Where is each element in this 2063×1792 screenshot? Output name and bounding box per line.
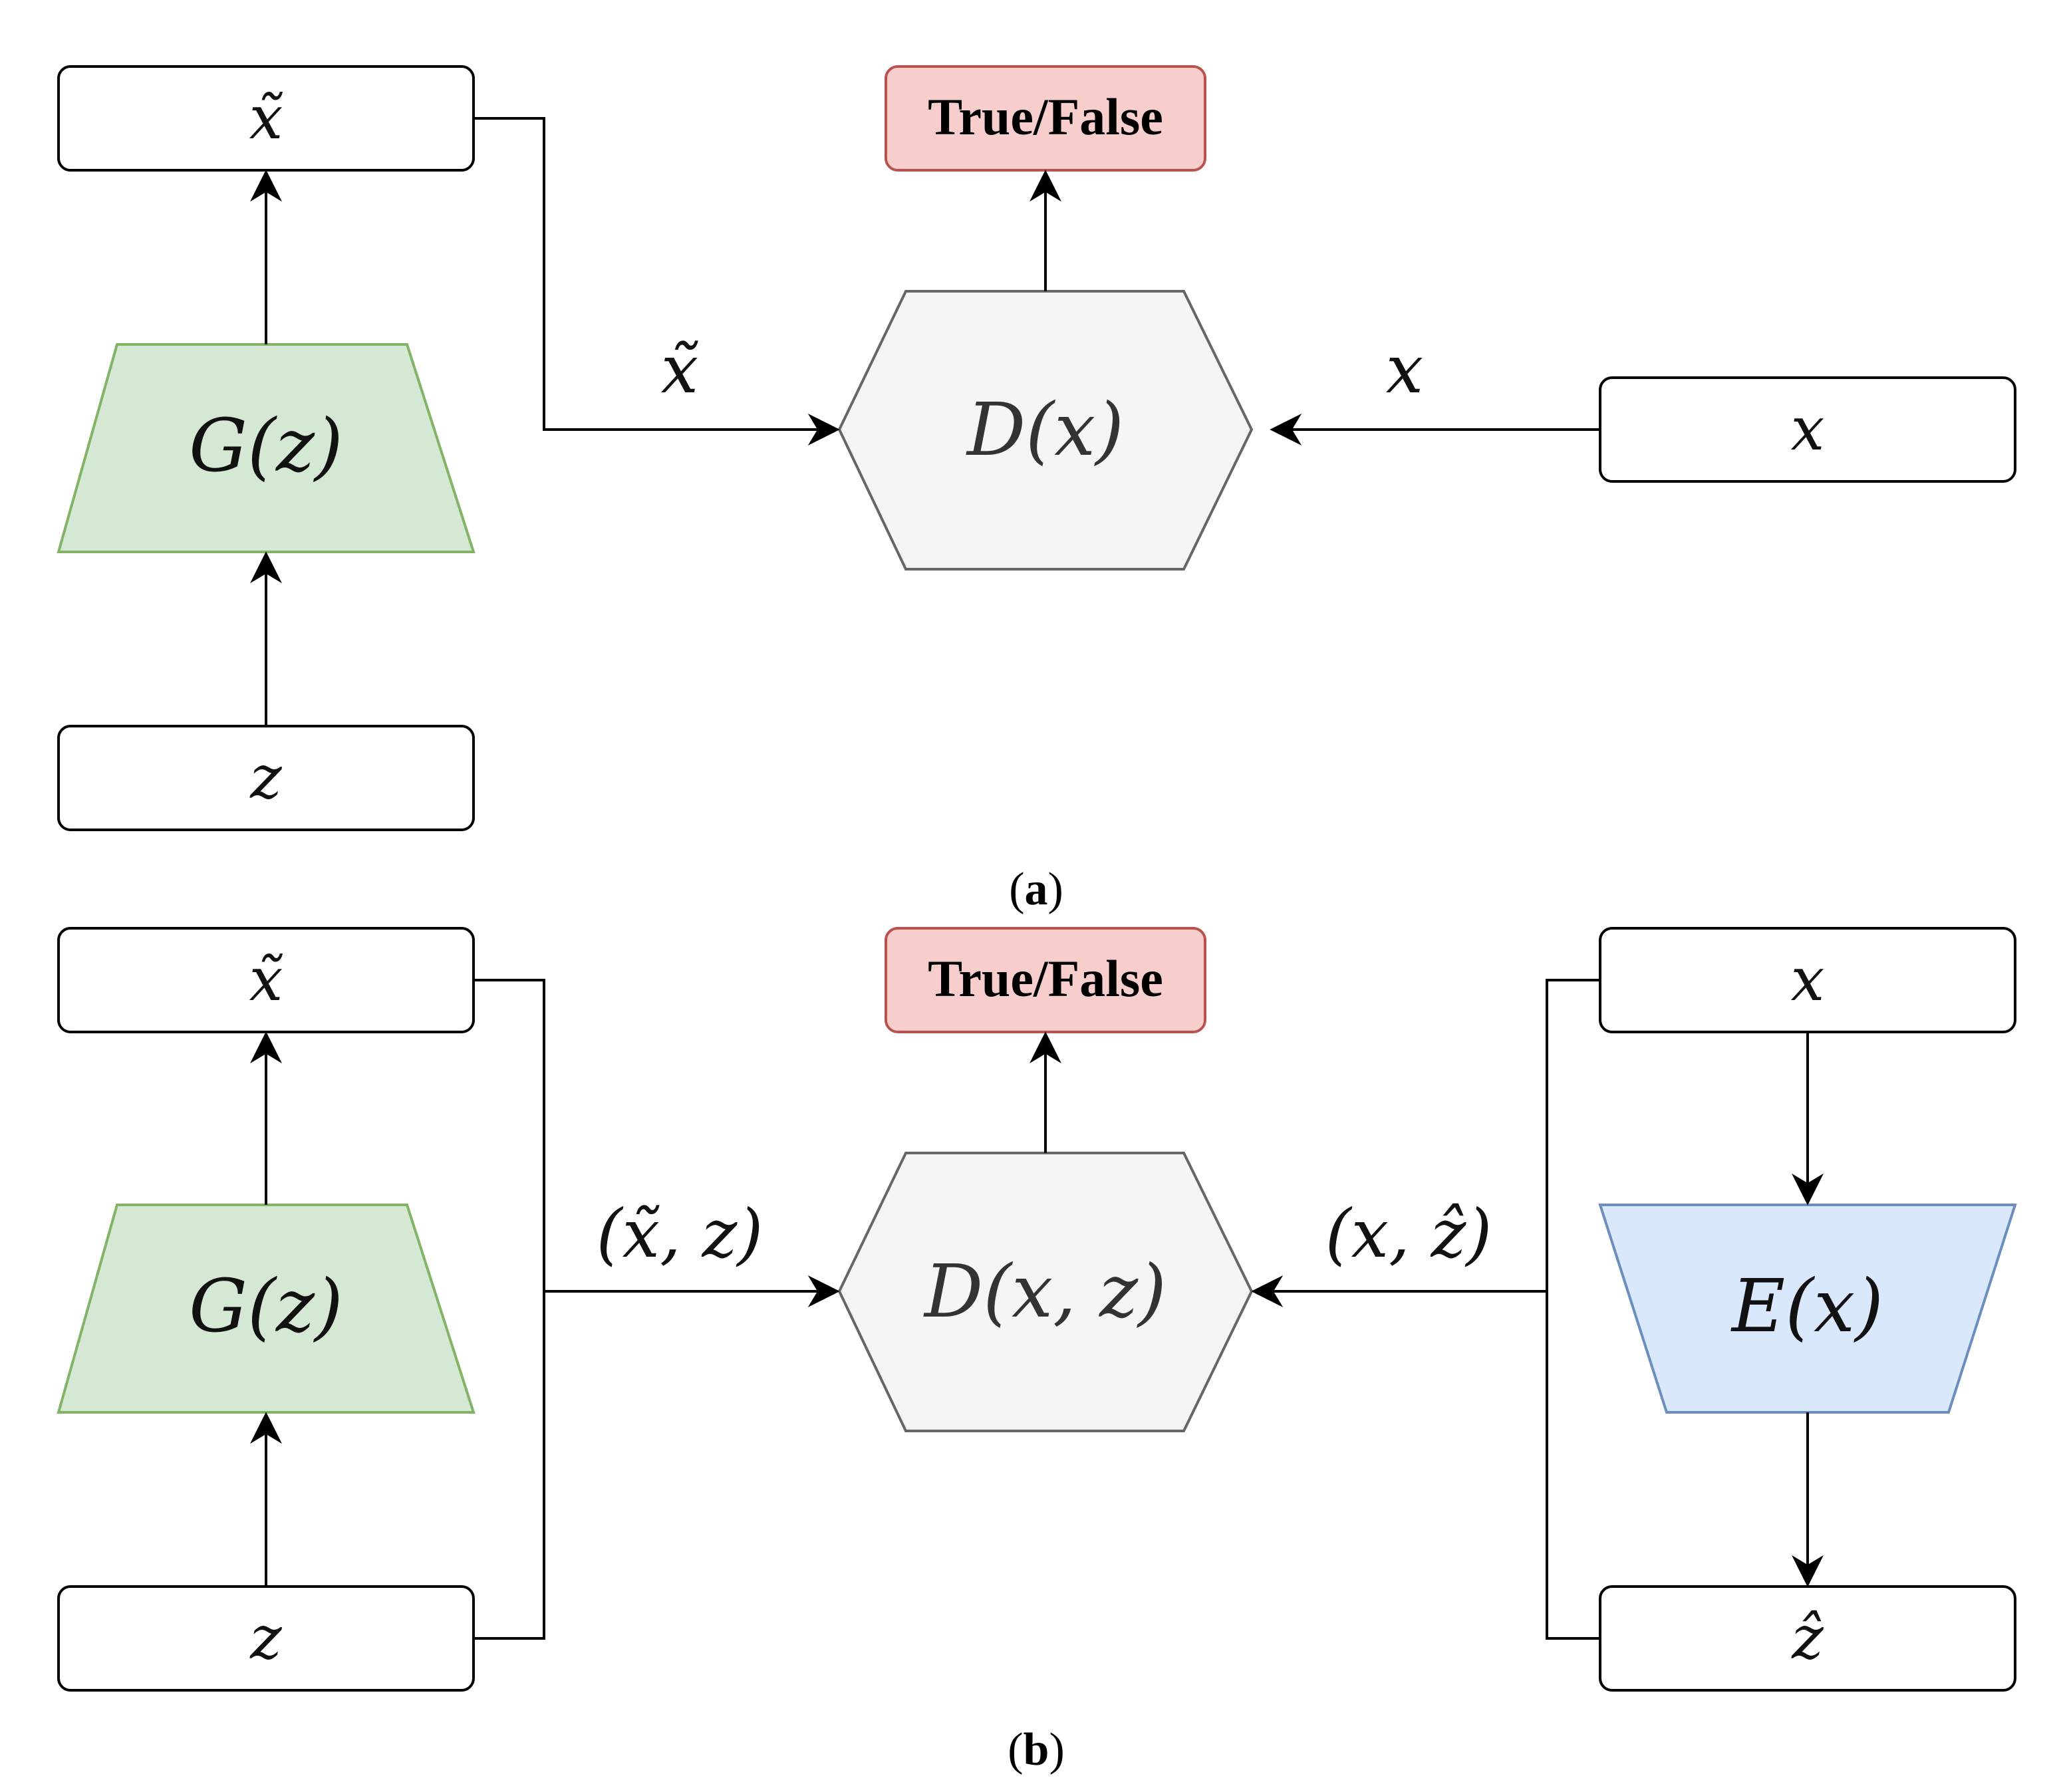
panel-b-edge-fake-label: (x̃, z) — [597, 1195, 763, 1273]
panel-a-output-label: True/False — [928, 88, 1163, 146]
panel-b-edge-real-label: (x, ẑ) — [1325, 1195, 1492, 1273]
panel-a-x-tilde-box: x̃ — [57, 65, 475, 172]
panel-b-z-hat-label: ẑ — [1791, 1603, 1824, 1673]
panel-b-x-tilde-label: x̃ — [249, 945, 283, 1015]
panel-b-z-hat-box: ẑ — [1599, 1585, 2016, 1692]
panel-b-connector-right — [1546, 979, 1600, 1640]
panel-a: x̃ G(z) z True/False D(x) x — [57, 65, 2016, 915]
panel-a-x-tilde-label: x̃ — [249, 83, 283, 153]
panel-b-x-box: x — [1599, 927, 2016, 1033]
panel-b-connector-left — [474, 979, 545, 1640]
panel-b-x-label: x — [1791, 945, 1825, 1015]
panel-b-encoder-label: E(x) — [1730, 1263, 1883, 1348]
panel-a-z-box: z — [57, 725, 475, 831]
panel-a-generator-label: G(z) — [189, 403, 343, 488]
panel-b-generator-label: G(z) — [189, 1263, 343, 1348]
panel-b: x̃ G(z) z True/False D(x, z) x — [57, 927, 2017, 1775]
panel-a-x-label: x — [1791, 394, 1825, 464]
panel-a-generator-shape — [59, 344, 474, 552]
panel-a-generator: G(z) — [57, 343, 476, 553]
panel-a-z-label: z — [249, 743, 282, 813]
panel-a-caption: (a) — [1009, 864, 1063, 915]
panel-b-encoder: E(x) — [1598, 1204, 2017, 1414]
panel-b-discriminator: D(x, z) — [837, 1152, 1254, 1432]
panel-b-discriminator-label: D(x, z) — [923, 1249, 1167, 1334]
panel-a-discriminator-label: D(x) — [966, 387, 1124, 472]
panel-a-x-box: x — [1599, 376, 2016, 483]
panel-b-x-tilde-box: x̃ — [57, 927, 475, 1033]
panel-b-output-label: True/False — [928, 950, 1163, 1007]
panel-a-arrow-x-tilde-to-discriminator — [474, 117, 840, 446]
panel-a-edge-real-label: x — [1386, 330, 1423, 408]
panel-b-output-box: True/False — [885, 927, 1206, 1033]
panel-b-z-box: z — [57, 1585, 475, 1692]
panel-b-generator: G(z) — [57, 1204, 476, 1414]
panel-b-z-label: z — [249, 1603, 282, 1673]
panel-a-output-box: True/False — [885, 65, 1206, 172]
panel-b-caption: (b) — [1008, 1724, 1065, 1775]
panel-a-discriminator: D(x) — [837, 290, 1254, 571]
panel-a-edge-fake-label: x̃ — [661, 330, 699, 408]
